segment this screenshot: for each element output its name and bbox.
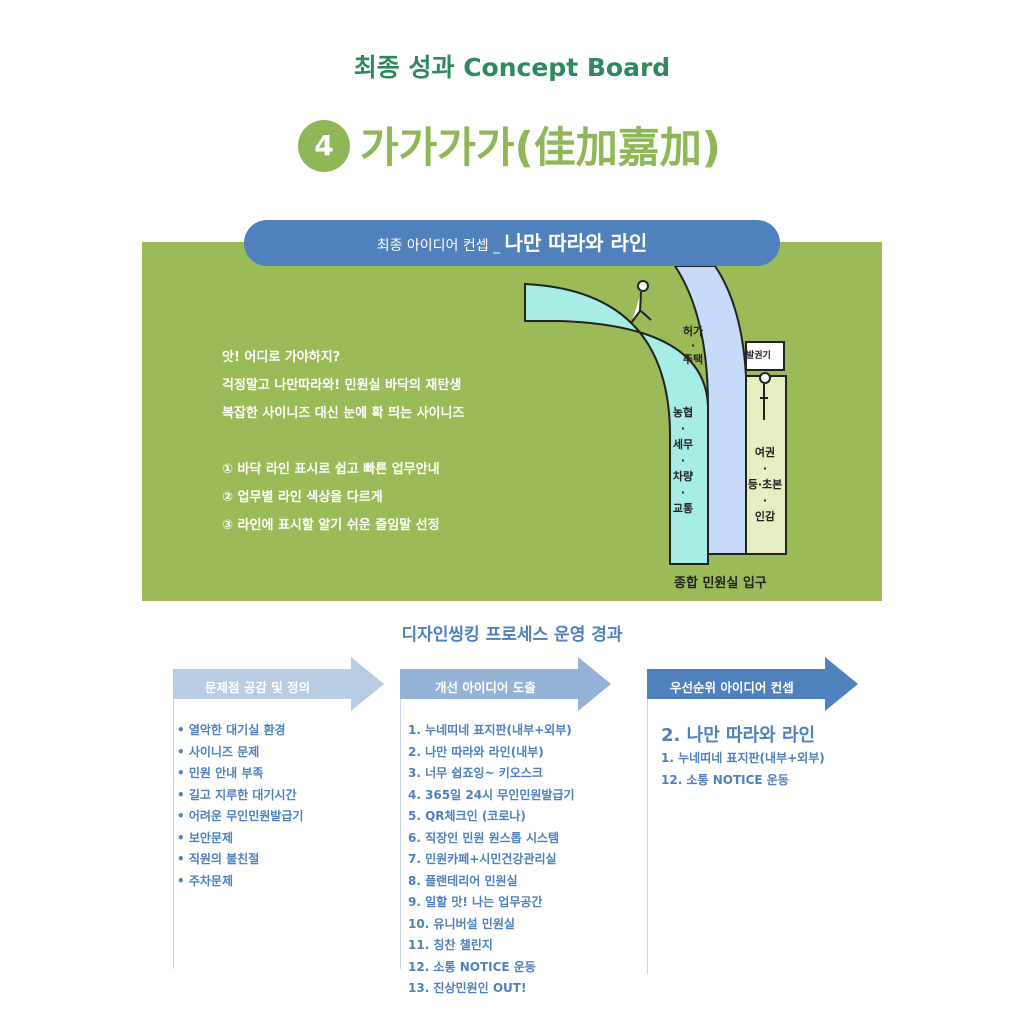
list-item: • 길고 지루한 대기시간	[177, 787, 297, 802]
column-header: 우선순위 아이디어 컨셉	[670, 680, 794, 695]
entrance-label: 종합 민원실 입구	[674, 576, 767, 591]
lane-label: 교통	[672, 502, 694, 515]
lane-dot: ·	[680, 422, 686, 435]
column-header: 개선 아이디어 도출	[435, 680, 536, 695]
lane-dot: ·	[690, 339, 696, 352]
number-badge: 4	[298, 120, 350, 172]
list-item: 5. QR체크인 (코로나)	[408, 809, 526, 823]
list-item: 4. 365일 24시 무인민원발급기	[408, 787, 575, 802]
list-item: 1. 누네띠네 표지판(내부+외부)	[661, 751, 825, 765]
list-item: 12. 소통 NOTICE 운동	[661, 772, 789, 787]
concept-point: ① 바닥 라인 표시로 쉽고 빠른 업무안내	[222, 462, 440, 477]
priority-list: 1. 누네띠네 표지판(내부+외부) 12. 소통 NOTICE 운동	[661, 748, 825, 791]
column-header: 문제점 공감 및 정의	[205, 680, 311, 695]
list-item: • 어려운 무인민원발급기	[177, 809, 304, 823]
lane-dot: ·	[762, 494, 768, 507]
list-item: 6. 직장인 민원 원스톱 시스템	[408, 830, 560, 845]
list-item: 9. 일할 맛! 나는 업무공간	[408, 895, 543, 909]
lane-label: 농협	[672, 406, 694, 419]
lane-dot: ·	[680, 486, 686, 499]
banner-prefix: 최종 아이디어 컨셉 _	[376, 238, 505, 254]
lane-label: 차량	[672, 470, 694, 483]
list-item: • 보안문제	[177, 830, 234, 845]
list-item: 3. 너무 쉽죠잉~ 키오스크	[408, 766, 543, 780]
list-item: • 열악한 대기실 환경	[177, 723, 286, 737]
list-item: 1. 누네띠네 표지판(내부+외부)	[408, 723, 572, 737]
list-item: 12. 소통 NOTICE 운동	[408, 959, 536, 974]
list-item: • 사이니즈 문제	[177, 744, 260, 759]
concept-point: ② 업무별 라인 색상을 다르게	[222, 490, 383, 505]
banner-main: 나만 따라와 라인	[504, 231, 648, 255]
kiosk-label: 발권기	[746, 351, 771, 361]
problem-list: • 열악한 대기실 환경 • 사이니즈 문제 • 민원 안내 부족 • 길고 지루한 …	[177, 720, 303, 892]
lane-label: 허가	[682, 325, 704, 338]
floor-line-illustration	[524, 266, 787, 565]
person-icon	[631, 280, 652, 323]
list-item: 11. 칭찬 챌린지	[408, 938, 493, 952]
column-divider	[400, 699, 401, 969]
lane-label: 등·초본	[747, 478, 783, 491]
list-item: 8. 플랜테리어 민원실	[408, 873, 518, 888]
subtitle: 가가가가(佳加嘉加)	[360, 123, 721, 172]
person-icon	[759, 372, 771, 420]
lane-label: 세무	[672, 438, 694, 451]
concept-line: 걱정말고 나만따라와! 민원실 바닥의 재탄생	[222, 378, 462, 393]
column-divider	[173, 699, 174, 969]
arrow-header-bg	[647, 657, 858, 711]
idea-list: 1. 누네띠네 표지판(내부+외부) 2. 나만 따라와 라인(내부) 3. 너무 …	[408, 720, 575, 1000]
concept-line: 복잡한 사이니즈 대신 눈에 확 띄는 사이니즈	[222, 406, 465, 421]
lane-dot: ·	[762, 462, 768, 475]
concept-line: 앗! 어디로 가야하지?	[222, 350, 341, 365]
list-item: 10. 유니버설 민원실	[408, 916, 515, 931]
lane-label: 여권	[754, 446, 776, 459]
list-item: • 직원의 불친절	[177, 852, 260, 866]
arrow-header-bg	[173, 657, 384, 711]
page-title: 최종 성과 Concept Board	[353, 53, 671, 82]
lane-label: 인감	[754, 510, 776, 523]
priority-highlight: 2. 나만 따라와 라인	[661, 725, 816, 746]
list-item: • 민원 안내 부족	[177, 766, 264, 780]
list-item: 2. 나만 따라와 라인(내부)	[408, 744, 544, 759]
list-item: • 주차문제	[177, 873, 234, 888]
lane-dot: ·	[680, 454, 686, 467]
list-item: 13. 진상민원인 OUT!	[408, 981, 527, 995]
lane-label: 주택	[682, 353, 704, 366]
concept-point: ③ 라인에 표시할 알기 쉬운 줄임말 선정	[222, 518, 440, 533]
column-divider	[647, 699, 648, 974]
concept-banner: 최종 아이디어 컨셉 _ 나만 따라와 라인	[244, 220, 780, 266]
list-item: 7. 민원카페+시민건강관리실	[408, 852, 557, 866]
arrow-header-bg	[400, 657, 611, 711]
process-title: 디자인씽킹 프로세스 운영 경과	[401, 625, 623, 645]
